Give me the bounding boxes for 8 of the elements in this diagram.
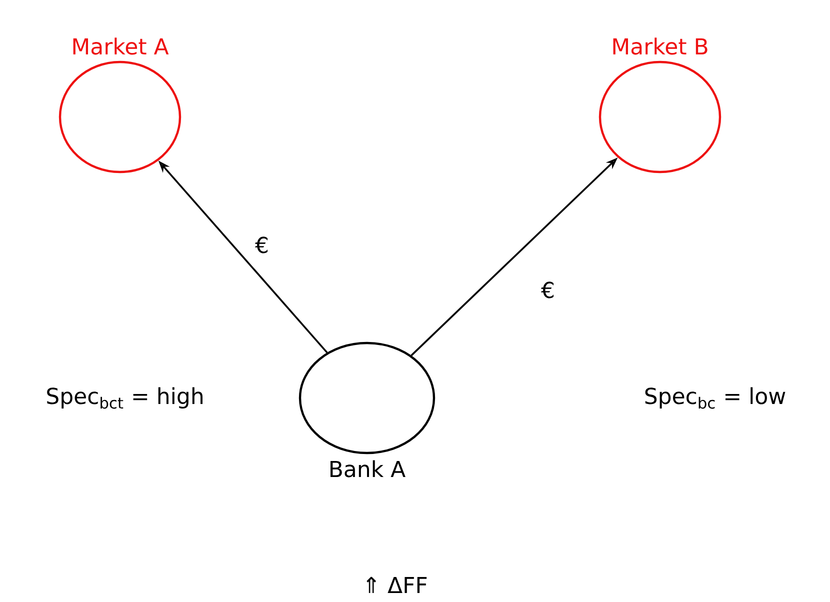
edge-label: € bbox=[254, 236, 270, 254]
node-label: Market B bbox=[613, 38, 708, 55]
node-label: Market A bbox=[73, 38, 169, 55]
formula-label: Spec$_{bc}$ = low bbox=[645, 387, 786, 409]
edge-label: € bbox=[540, 280, 556, 300]
formula-label: ⇑ ΔFF bbox=[366, 576, 427, 594]
node-label: Bank A bbox=[330, 460, 406, 478]
formula-label: Spec$_{bct}$ = high bbox=[47, 387, 202, 409]
